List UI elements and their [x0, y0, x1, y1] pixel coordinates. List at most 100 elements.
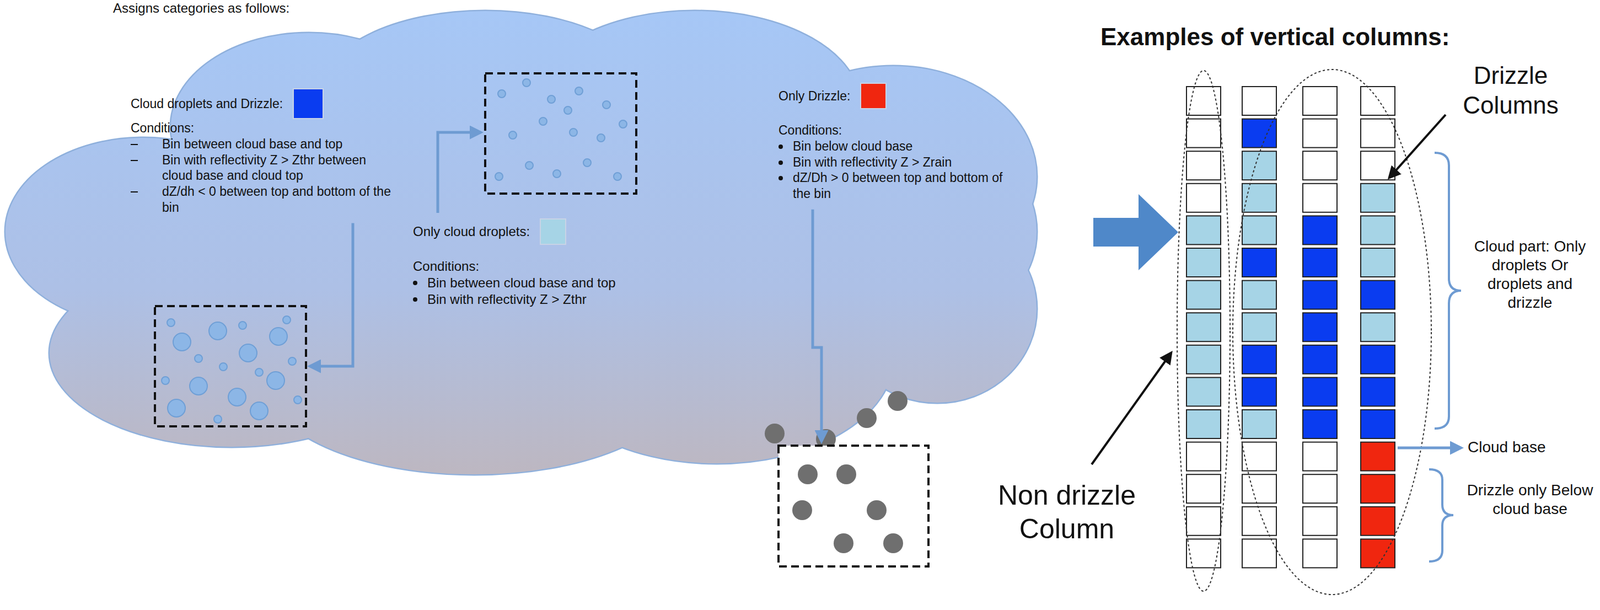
- drizzle-drop: [883, 533, 904, 553]
- condition-text: Bin between cloud base and top: [162, 136, 343, 153]
- conditions-heading: Conditions:: [778, 122, 842, 139]
- bracket-label: Cloud part: Only droplets Or droplets an…: [1474, 237, 1586, 311]
- range-bin: [1242, 409, 1277, 439]
- cloud-droplet: [552, 169, 561, 178]
- range-bin: [1242, 538, 1277, 568]
- drizzle-drop: [208, 321, 227, 340]
- bullet-mark: [412, 297, 418, 302]
- legend-swatch: [860, 82, 887, 110]
- condition-text: Bin with reflectivity Z > Zrain: [792, 154, 952, 171]
- intro-text: Assigns categories as follows:: [113, 0, 290, 16]
- legend-row: Only cloud droplets:: [412, 218, 656, 245]
- dashed-box: [485, 73, 637, 194]
- cloud-droplet: [525, 161, 534, 170]
- range-bin: [1360, 312, 1395, 342]
- cloud-droplet: [167, 318, 175, 327]
- range-bin: [1360, 86, 1395, 116]
- range-bin: [1186, 409, 1221, 439]
- bullet-mark: [778, 175, 783, 181]
- conditions-heading: Conditions:: [412, 258, 480, 275]
- range-bin: [1242, 312, 1277, 342]
- condition-text: Bin below cloud base: [792, 138, 913, 155]
- range-bin: [1186, 377, 1221, 406]
- callout-label: Drizzle Columns: [1450, 60, 1572, 120]
- range-bin: [1186, 442, 1221, 471]
- cloud-droplet: [495, 172, 503, 181]
- condition-row: Bin with reflectivity Z > Zthr: [412, 291, 656, 308]
- range-bin: [1302, 312, 1338, 342]
- bracket-label: Cloud part: Only droplets Or droplets an…: [1466, 237, 1594, 313]
- cloud-droplet: [194, 354, 203, 363]
- cloud-droplet: [213, 415, 222, 423]
- range-bin: [1186, 119, 1221, 148]
- range-bin: [1186, 183, 1221, 213]
- bracket-label: Drizzle only Below cloud base: [1466, 480, 1594, 519]
- range-bin: [1302, 183, 1338, 213]
- range-bin: [1186, 312, 1221, 342]
- drizzle-drop: [173, 333, 191, 351]
- intro-text: Assigns categories as follows:: [113, 0, 290, 16]
- range-bin: [1242, 345, 1277, 374]
- condition-row: Conditions:: [412, 258, 656, 275]
- range-bin: [1302, 215, 1338, 245]
- range-bin: [1186, 280, 1221, 310]
- cloud-droplet: [288, 357, 297, 365]
- bullet-mark: [130, 159, 138, 161]
- cloud-droplet: [522, 78, 531, 87]
- drizzle-drop: [866, 500, 887, 520]
- range-bin: [1302, 345, 1338, 374]
- callout-label: Non drizzle Column: [986, 478, 1147, 546]
- cloud-droplet: [255, 368, 263, 377]
- range-bin: [1360, 119, 1395, 148]
- drizzle-drop: [189, 377, 208, 395]
- condition-row: Conditions:: [778, 122, 1022, 139]
- cloud-droplet: [613, 172, 622, 181]
- range-bin: [1302, 409, 1338, 439]
- conditions-heading: Conditions:: [130, 120, 195, 137]
- range-bin: [1302, 506, 1338, 536]
- range-bin: [1242, 248, 1277, 277]
- condition-row: Bin with reflectivity Z > Zthr between c…: [130, 152, 396, 185]
- condition-row: Bin between cloud base and top: [130, 136, 396, 153]
- category-block: Only Drizzle: Conditions:Bin below cloud …: [778, 82, 1022, 202]
- drizzle-drop: [167, 399, 186, 417]
- title: Examples of vertical columns:: [1100, 22, 1450, 52]
- legend-row: Cloud droplets and Drizzle:: [130, 88, 396, 120]
- callout-label: Drizzle Columns: [1462, 61, 1559, 119]
- cloud-droplet: [497, 89, 506, 98]
- range-bin: [1302, 442, 1338, 471]
- drizzle-drop: [228, 388, 246, 406]
- range-bin: [1242, 280, 1277, 310]
- drizzle-drop: [797, 464, 818, 485]
- condition-text: dZ/dh < 0 between top and bottom of the …: [162, 183, 396, 216]
- condition-row: Bin below cloud base: [778, 138, 1022, 155]
- cloud-droplet: [583, 158, 592, 167]
- cloud-droplet: [575, 87, 583, 95]
- range-bin: [1186, 506, 1221, 536]
- category-block: Only cloud droplets:Conditions:Bin betwe…: [412, 218, 656, 308]
- legend-text: Cloud droplets and Drizzle:: [130, 96, 283, 112]
- drizzle-drop: [269, 327, 288, 346]
- drizzle-drop: [833, 533, 854, 553]
- bracket-label: Drizzle only Below cloud base: [1467, 481, 1594, 518]
- cloud-droplet: [539, 117, 547, 126]
- category-block: Cloud droplets and Drizzle:Conditions:Bi…: [130, 88, 396, 216]
- drizzle-drop: [792, 500, 813, 520]
- bullet-mark: [130, 143, 138, 146]
- dashed-box: [778, 445, 929, 567]
- cloud-droplet: [619, 120, 627, 128]
- legend-swatch: [292, 88, 324, 120]
- range-bin: [1242, 442, 1277, 471]
- range-bin: [1186, 215, 1221, 245]
- range-bin: [1302, 474, 1338, 503]
- range-bin: [1360, 248, 1395, 277]
- dashed-box: [154, 305, 306, 427]
- cloud-droplet: [508, 131, 517, 139]
- drizzle-drop: [239, 344, 257, 362]
- cloud-droplet: [219, 362, 228, 371]
- legend-row: Only Drizzle:: [778, 82, 1022, 110]
- cloud-droplet: [161, 376, 170, 385]
- condition-text: Bin with reflectivity Z > Zthr between c…: [162, 152, 396, 185]
- range-bin: [1360, 538, 1395, 568]
- legend-text: Only cloud droplets:: [412, 223, 530, 240]
